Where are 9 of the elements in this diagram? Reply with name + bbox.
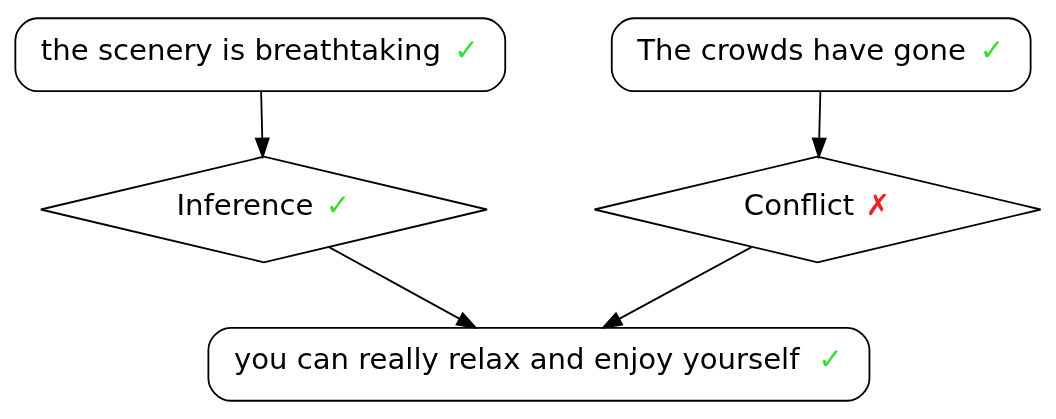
- arrow: [811, 90, 827, 160]
- node-diamond: Inference ✓: [39, 155, 488, 264]
- arrow: [254, 90, 270, 160]
- node-box: you can really relax and enjoy yourself ✓: [207, 326, 871, 402]
- arrow: [600, 246, 753, 329]
- arrow: [328, 246, 479, 329]
- node-box: The crowds have gone ✓: [610, 17, 1032, 93]
- node-box: the scenery is breathtaking ✓: [14, 17, 507, 93]
- node-diamond: Conflict ✗: [593, 155, 1042, 264]
